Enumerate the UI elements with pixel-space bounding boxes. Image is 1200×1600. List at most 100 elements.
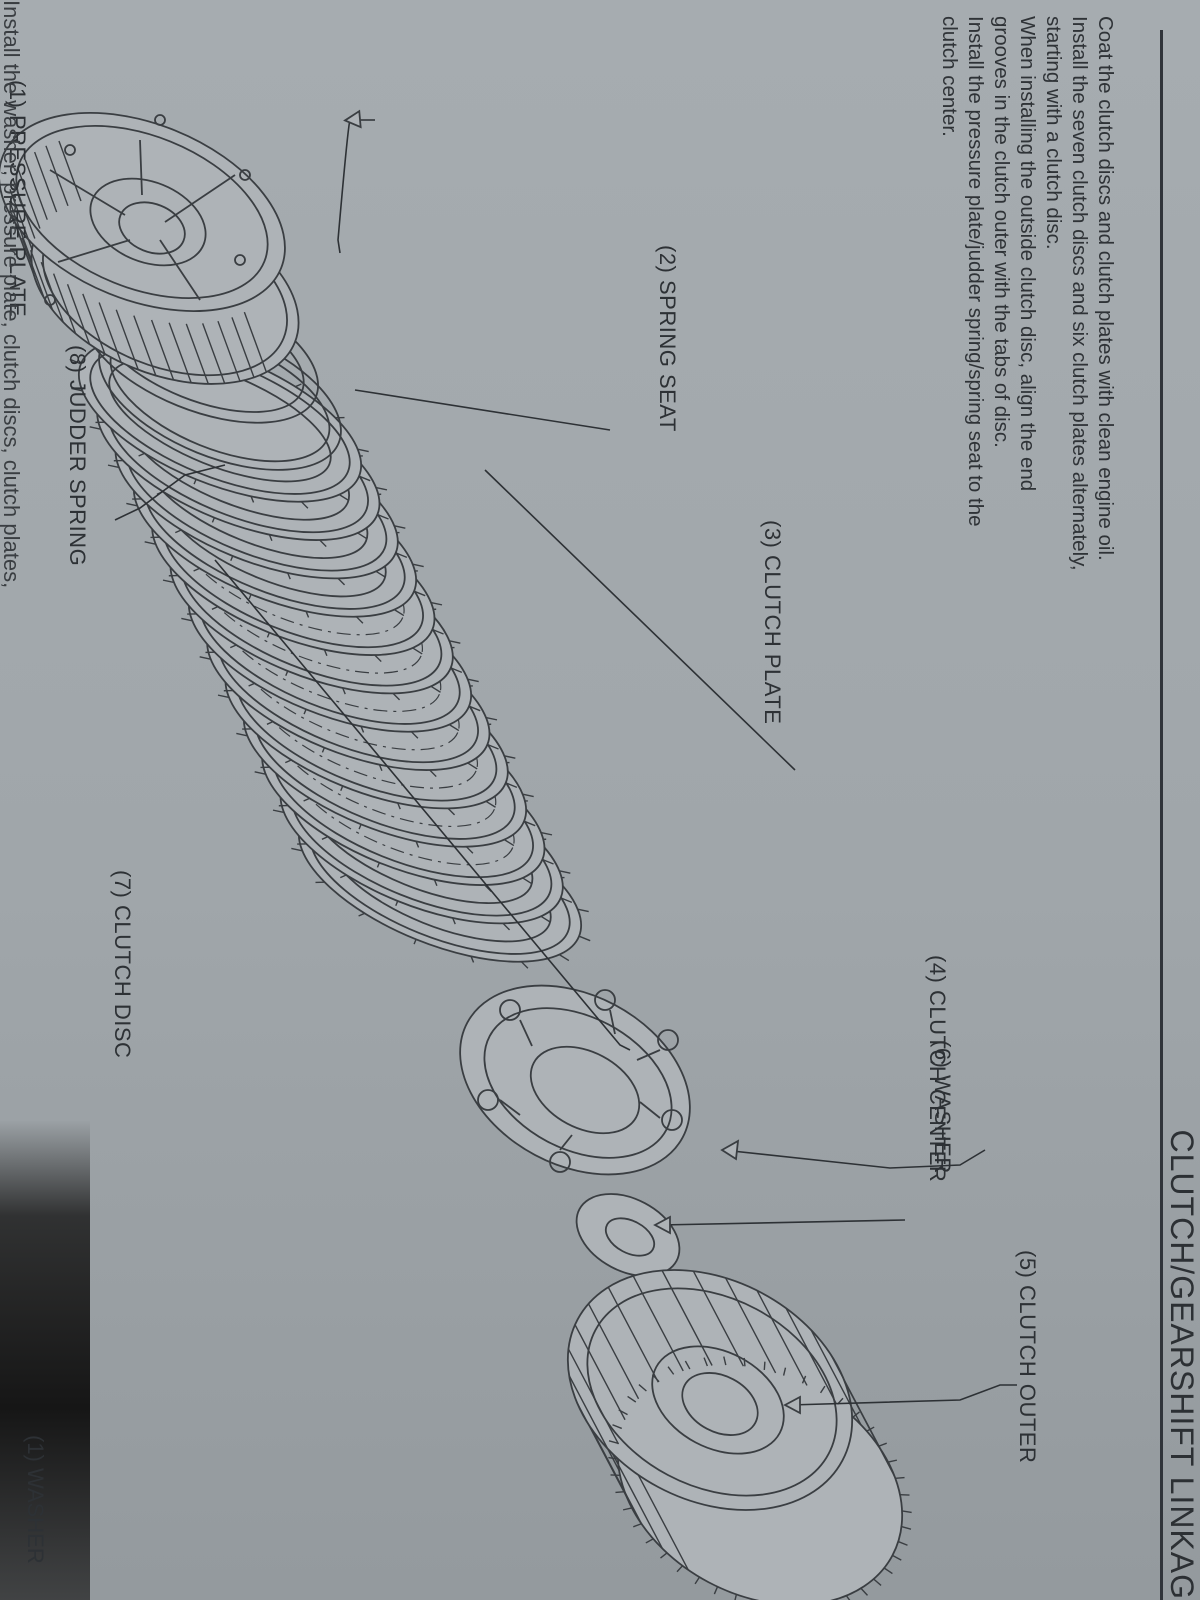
clutch-outer-slot <box>587 1303 640 1400</box>
leader-clutch-disc <box>214 559 631 1051</box>
gear-tooth <box>703 1357 708 1367</box>
ring-tab <box>230 555 234 562</box>
ring-tab <box>355 616 364 624</box>
gear-tooth <box>860 1587 869 1596</box>
pressure-plate-tooth <box>12 178 36 239</box>
ring-tab <box>303 709 307 715</box>
ring-tab <box>412 563 424 568</box>
gear-tooth <box>622 1507 633 1511</box>
ring-tab <box>358 824 362 830</box>
gear-tooth <box>608 1456 619 1460</box>
pressure-plate-tooth <box>217 320 241 382</box>
label-clutch-disc: (7) CLUTCH DISC <box>110 870 135 1058</box>
ring-tab <box>542 858 554 865</box>
ring-tab <box>358 912 365 917</box>
cutoff-instruction-text: Install the washer, pressure plate, clut… <box>0 0 24 589</box>
gear-tooth <box>694 1576 701 1585</box>
label-washer: (6) WASHER <box>930 1040 955 1174</box>
ring-tab <box>340 785 344 792</box>
clutch-outer-slot <box>567 1348 620 1445</box>
pressure-plate-tooth <box>201 323 226 384</box>
ring-tab <box>522 793 534 798</box>
pressure-plate-teeth <box>8 140 268 385</box>
ring-tab <box>174 529 182 534</box>
ring-tab <box>266 632 271 638</box>
ring-tab <box>358 475 371 482</box>
ring-tab <box>295 383 302 388</box>
ring-tab <box>377 513 389 520</box>
ring-tab <box>412 647 423 655</box>
ring-tab <box>395 900 399 907</box>
ring-tab <box>467 678 479 683</box>
pressure-plate-tooth <box>98 302 122 363</box>
ring-tab <box>89 426 101 430</box>
ring-tab <box>577 908 589 913</box>
ring-tab <box>450 667 463 674</box>
ring-tab <box>410 731 419 739</box>
gear-tooth <box>612 1424 623 1430</box>
clutch-center <box>459 984 691 1176</box>
ring-tab <box>254 771 266 775</box>
gear-tooth <box>852 1411 860 1418</box>
ring-tab <box>71 387 83 392</box>
ring-tab <box>376 862 381 868</box>
label-clutch-outer: (5) CLUTCH OUTER <box>1015 1250 1040 1463</box>
ring-tab <box>229 644 237 649</box>
ring-tab <box>413 590 426 597</box>
ring-tab <box>342 687 346 695</box>
clutch-outer <box>566 1269 912 1600</box>
gear-tooth <box>801 1375 807 1384</box>
gear-tooth <box>638 1384 647 1392</box>
label-clutch-plate: (3) CLUTCH PLATE <box>760 520 785 724</box>
gear-tooth <box>651 1374 660 1383</box>
pressure-plate-tooth <box>10 212 35 274</box>
ring-tab <box>502 922 511 931</box>
ring-tab <box>430 685 441 693</box>
ring-tab <box>337 577 346 586</box>
ring-tab <box>360 726 365 733</box>
gear-tooth <box>873 1578 882 1586</box>
label-judder-spring: (8) JUDDER SPRING <box>65 345 90 566</box>
ring-tab <box>520 961 529 969</box>
clutch-outer-slot <box>632 1275 684 1372</box>
ring-tab <box>284 759 292 764</box>
leader-clutch-plate <box>484 469 796 771</box>
ring-tab <box>272 809 285 814</box>
ring-tab <box>323 649 328 657</box>
ring-tab <box>291 847 303 852</box>
ring-tab <box>375 486 388 491</box>
ring-tab <box>338 494 350 502</box>
clutch-outer-slots <box>567 1270 896 1571</box>
leader-spring-seat <box>354 389 611 431</box>
gear-tooth <box>892 1554 902 1561</box>
pressure-plate-tooth <box>168 322 192 383</box>
ring-tab <box>199 656 211 660</box>
gear-tooth <box>608 1440 619 1445</box>
ring-tab <box>470 956 475 963</box>
ring-tab <box>357 448 369 453</box>
pressure-plate <box>0 112 300 385</box>
ring-tab <box>578 935 591 942</box>
label-clutch-center: (4) CLUTCH CENTER <box>925 955 950 1182</box>
ring-tab <box>193 479 197 485</box>
pressure-plate-tooth <box>21 237 45 299</box>
ring-tab <box>357 532 368 540</box>
pressure-plate-tooth <box>150 319 175 381</box>
ring-tab <box>211 517 216 523</box>
ring-tab <box>144 541 156 545</box>
ring-tab <box>393 609 405 617</box>
ring-tab <box>465 846 474 854</box>
ring-tab <box>430 601 443 606</box>
ring-tab <box>540 915 551 923</box>
ring-tab <box>339 874 347 879</box>
ring-tab <box>162 579 175 584</box>
clutch-outer-slot <box>611 1453 664 1549</box>
pressure-plate-tooth <box>17 168 41 229</box>
gear-tooth <box>883 1567 893 1575</box>
clutch-outer-slot <box>568 1375 620 1471</box>
ring-tab <box>468 705 481 712</box>
ring-tab <box>432 628 444 635</box>
ring-tab <box>321 836 329 840</box>
leader-pressure-plate <box>337 119 375 254</box>
